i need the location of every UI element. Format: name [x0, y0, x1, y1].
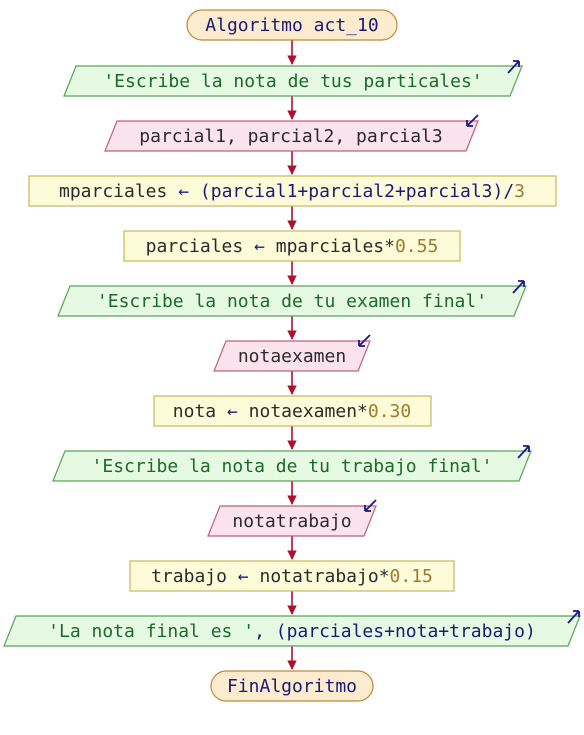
start-terminal[interactable]: Algoritmo act_10	[186, 9, 398, 41]
process-text-1: mparciales ← (parcial1+parcial2+parcial3…	[59, 181, 525, 202]
output-block-3[interactable]: 'Escribe la nota de tu trabajo final'	[52, 445, 532, 482]
input-block-1[interactable]: parcial1, parcial2, parcial3	[104, 114, 479, 152]
start-label: Algoritmo act_10	[205, 15, 378, 36]
process-block-3[interactable]: nota ← notaexamen*0.30	[153, 395, 432, 427]
output-text-4: 'La nota final es ', (parciales+nota+tra…	[48, 621, 536, 642]
process-text-2: parciales ← mparciales*0.55	[146, 236, 439, 257]
output-text-2: 'Escribe la nota de tu examen final'	[97, 291, 487, 312]
output-arrow-icon	[507, 60, 520, 74]
process-block-2[interactable]: parciales ← mparciales*0.55	[123, 230, 461, 262]
output-arrow-icon	[517, 445, 530, 459]
input-text-2: notaexamen	[238, 346, 346, 367]
output-arrow-icon	[567, 610, 580, 624]
output-block-4[interactable]: 'La nota final es ', (parciales+nota+tra…	[3, 610, 581, 647]
input-arrow-icon	[466, 114, 479, 127]
output-block-2[interactable]: 'Escribe la nota de tu examen final'	[57, 280, 527, 317]
process-block-4[interactable]: trabajo ← notatrabajo*0.15	[129, 560, 455, 592]
input-arrow-icon	[358, 334, 371, 347]
output-text-3: 'Escribe la nota de tu trabajo final'	[92, 456, 493, 477]
input-arrow-icon	[364, 499, 377, 512]
end-terminal[interactable]: FinAlgoritmo	[210, 670, 374, 702]
input-text-1: parcial1, parcial2, parcial3	[139, 126, 442, 147]
process-block-1[interactable]: mparciales ← (parcial1+parcial2+parcial3…	[28, 175, 557, 207]
process-text-4: trabajo ← notatrabajo*0.15	[151, 566, 433, 587]
input-text-3: notatrabajo	[232, 511, 351, 532]
output-text-1: 'Escribe la nota de tus particales'	[103, 71, 482, 92]
output-block-1[interactable]: 'Escribe la nota de tus particales'	[63, 60, 523, 97]
output-arrow-icon	[512, 280, 525, 294]
end-label: FinAlgoritmo	[227, 676, 357, 697]
input-block-3[interactable]: notatrabajo	[207, 499, 377, 537]
process-text-3: nota ← notaexamen*0.30	[173, 401, 411, 422]
input-block-2[interactable]: notaexamen	[213, 334, 371, 372]
